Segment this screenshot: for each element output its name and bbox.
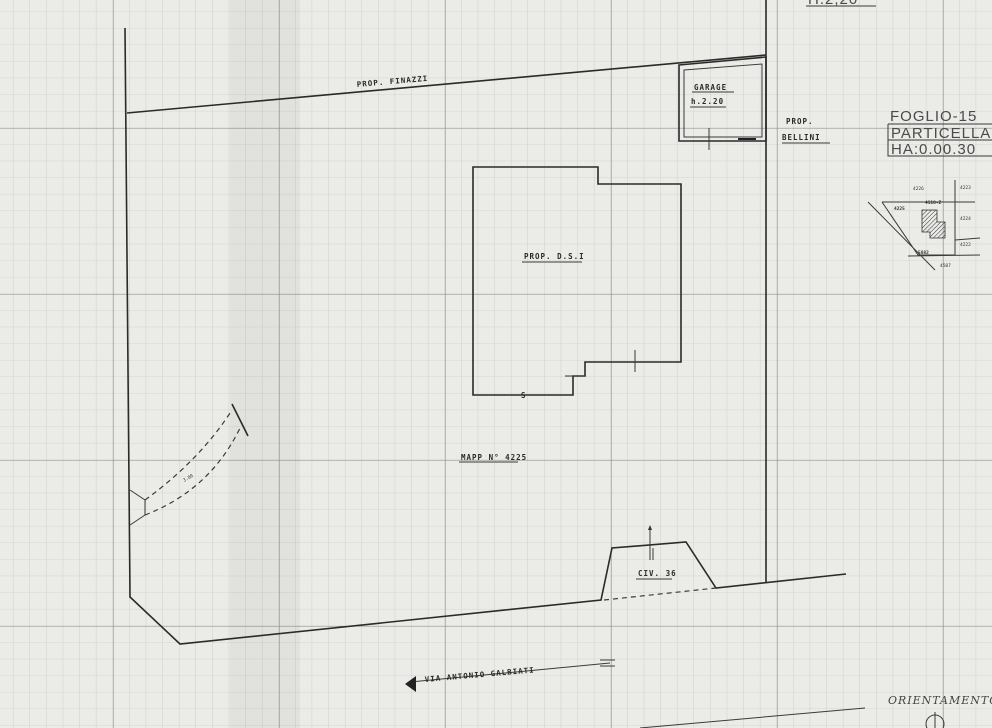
key-map: 4226 4223 4225 4118-Z 4224 4222 5882 450…: [867, 180, 981, 271]
orientation-compass: ORIENTAMENTO: [639, 694, 992, 728]
building-footprint: PROP. D.S.I S: [472, 166, 682, 400]
svg-text:4222: 4222: [960, 242, 971, 248]
svg-text:4507: 4507: [940, 263, 951, 269]
paper-fold-shadow: [230, 0, 300, 728]
svg-text:4118-Z: 4118-Z: [925, 200, 942, 206]
svg-text:CIV. 36: CIV. 36: [638, 569, 677, 578]
svg-text:3.00: 3.00: [182, 473, 195, 484]
cadastral-info: FOGLIO-15 PARTICELLA- HA:0.00.30: [887, 108, 992, 158]
civic-number: CIV. 36: [636, 525, 677, 580]
svg-text:4226: 4226: [913, 186, 924, 192]
garage: GARAGE h.2.20: [678, 56, 767, 150]
svg-text:MAPP N° 4225: MAPP N° 4225: [461, 453, 527, 462]
svg-text:FOGLIO-15: FOGLIO-15: [890, 108, 977, 125]
gate-swing: 3.00: [129, 403, 249, 526]
svg-text:HA:0.00.30: HA:0.00.30: [891, 141, 976, 158]
svg-text:ORIENTAMENTO: ORIENTAMENTO: [888, 694, 992, 707]
neighbor-east-label: PROP. BELLINI: [782, 117, 830, 144]
svg-text:BELLINI: BELLINI: [782, 133, 821, 142]
svg-text:4224: 4224: [960, 216, 971, 222]
street-direction-arrow-icon: [405, 676, 416, 692]
svg-text:5882: 5882: [918, 250, 929, 256]
parcel-label: MAPP N° 4225: [459, 453, 527, 463]
svg-text:4225: 4225: [894, 206, 905, 212]
svg-text:h.2.20: h.2.20: [691, 97, 724, 106]
svg-text:4223: 4223: [960, 185, 971, 191]
svg-text:PROP. D.S.I: PROP. D.S.I: [524, 252, 585, 261]
svg-text:H.2,20: H.2,20: [808, 0, 858, 8]
svg-text:PROP.: PROP.: [786, 117, 814, 126]
svg-text:GARAGE: GARAGE: [694, 83, 727, 92]
height-label: H.2,20: [806, 0, 876, 8]
svg-text:PARTICELLA-: PARTICELLA-: [891, 125, 992, 142]
svg-text:S: S: [521, 391, 527, 400]
entrance-dashed-line: [603, 587, 717, 601]
